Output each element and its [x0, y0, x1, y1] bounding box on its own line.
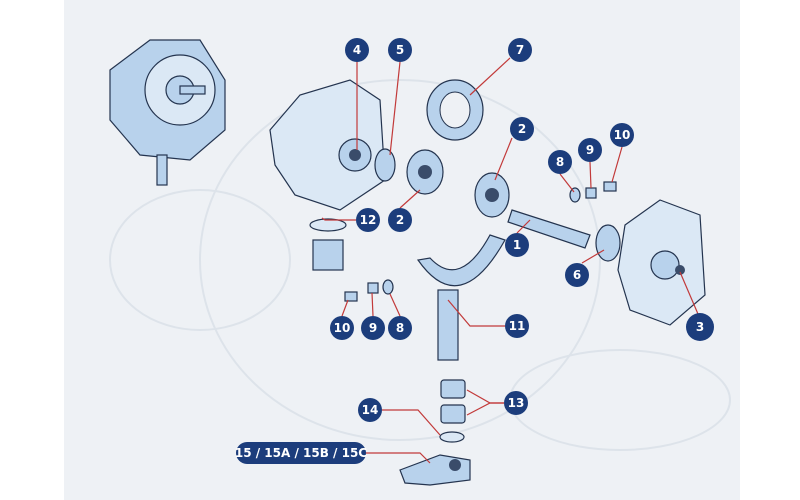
callout-1: 1: [505, 233, 529, 257]
assembled-gearbox: [109, 39, 226, 186]
bushings-13: [439, 379, 466, 443]
svg-text:2: 2: [396, 213, 404, 227]
svg-text:9: 9: [586, 143, 594, 157]
callout-12: 12: [356, 208, 380, 232]
svg-text:3: 3: [696, 320, 704, 334]
callout-13: 13: [504, 391, 528, 415]
svg-text:14: 14: [362, 403, 379, 417]
svg-text:8: 8: [396, 321, 404, 335]
svg-text:15 / 15A / 15B / 15C: 15 / 15A / 15B / 15C: [235, 446, 367, 460]
svg-text:10: 10: [614, 128, 631, 142]
cover-plate: [617, 199, 706, 326]
small-parts-8-9-10: [344, 181, 617, 302]
ghost-background-drawing: [109, 79, 731, 451]
svg-text:11: 11: [509, 319, 526, 333]
svg-text:6: 6: [573, 268, 581, 282]
callout-2-top: 2: [510, 117, 534, 141]
svg-text:12: 12: [360, 213, 377, 227]
ring-part-7: [426, 79, 484, 141]
leader-lines: [321, 57, 699, 464]
callout-11: 11: [505, 314, 529, 338]
callout-10-top: 10: [610, 123, 634, 147]
callout-14: 14: [358, 398, 382, 422]
svg-text:1: 1: [513, 238, 521, 252]
lever-15: [399, 454, 471, 486]
svg-text:13: 13: [508, 396, 525, 410]
seal-12: [309, 218, 347, 271]
callout-8-bottom: 8: [388, 316, 412, 340]
housing-part: [269, 79, 444, 211]
svg-text:10: 10: [334, 321, 351, 335]
svg-text:2: 2: [518, 122, 526, 136]
svg-text:7: 7: [516, 43, 524, 57]
callout-9-bottom: 9: [361, 316, 385, 340]
svg-text:5: 5: [396, 43, 404, 57]
callout-8-top: 8: [548, 150, 572, 174]
callout-10-bottom: 10: [330, 316, 354, 340]
callout-4: 4: [345, 38, 369, 62]
callout-6: 6: [565, 263, 589, 287]
bearing-2: [474, 172, 510, 218]
callout-2-bottom: 2: [388, 208, 412, 232]
svg-text:8: 8: [556, 155, 564, 169]
bearing-6: [595, 224, 621, 262]
callout-15-pill: 15 / 15A / 15B / 15C: [235, 442, 367, 464]
callout-9-top: 9: [578, 138, 602, 162]
callout-3-highlighted: 3: [686, 313, 714, 341]
fork-11: [416, 234, 506, 361]
svg-text:4: 4: [353, 43, 361, 57]
shaft-1: [507, 209, 591, 249]
svg-text:9: 9: [369, 321, 377, 335]
callout-7: 7: [508, 38, 532, 62]
callout-5: 5: [388, 38, 412, 62]
